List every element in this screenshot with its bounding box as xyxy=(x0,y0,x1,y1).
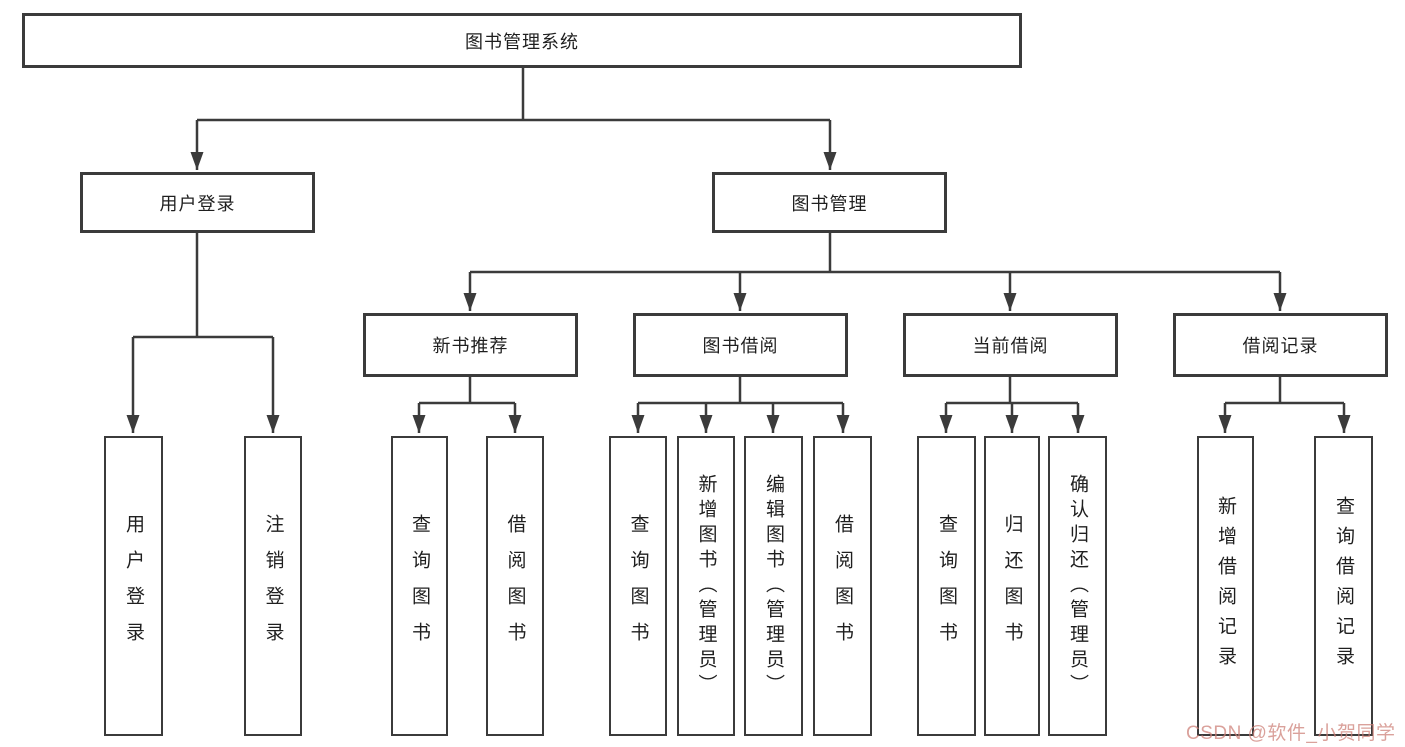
connector-book-management xyxy=(463,233,1287,311)
node-label: 借阅记录 xyxy=(1242,336,1319,356)
leaf-label: 查询借阅记录 xyxy=(1333,496,1354,676)
connector-root xyxy=(190,68,837,170)
leaf-confirm-return-admin: 确认归还（管理员） xyxy=(1048,436,1107,736)
leaf-query-books-current: 查询图书 xyxy=(917,436,976,736)
connector-user-login xyxy=(126,233,280,433)
leaf-user-login: 用户登录 xyxy=(104,436,163,736)
leaf-label: 编辑图书（管理员） xyxy=(763,473,784,699)
leaf-add-books-admin: 新增图书（管理员） xyxy=(677,436,735,736)
leaf-edit-books-admin: 编辑图书（管理员） xyxy=(744,436,803,736)
leaf-label: 查询图书 xyxy=(936,514,957,658)
leaf-label: 注销登录 xyxy=(262,514,284,658)
node-label: 新书推荐 xyxy=(432,336,509,356)
node-borrow-records: 借阅记录 xyxy=(1173,313,1388,377)
leaf-label: 新增借阅记录 xyxy=(1215,496,1236,676)
leaf-logout: 注销登录 xyxy=(244,436,302,736)
leaf-borrow-books: 借阅图书 xyxy=(813,436,872,736)
node-label: 图书管理 xyxy=(791,193,868,214)
node-label: 图书管理系统 xyxy=(465,31,579,52)
leaf-label: 归还图书 xyxy=(1001,514,1023,658)
leaf-borrow-books-recommend: 借阅图书 xyxy=(486,436,544,736)
leaf-label: 借阅图书 xyxy=(504,514,526,658)
leaf-add-borrow-record: 新增借阅记录 xyxy=(1197,436,1254,736)
leaf-label: 用户登录 xyxy=(123,514,144,658)
node-new-book-recommend: 新书推荐 xyxy=(363,313,578,377)
connector-borrow-records xyxy=(1218,377,1351,433)
leaf-query-borrow-record: 查询借阅记录 xyxy=(1314,436,1373,736)
node-current-borrow: 当前借阅 xyxy=(903,313,1118,377)
node-user-login: 用户登录 xyxy=(80,172,315,233)
leaf-return-books: 归还图书 xyxy=(984,436,1040,736)
node-label: 用户登录 xyxy=(159,193,236,214)
node-root-system: 图书管理系统 xyxy=(22,13,1022,68)
leaf-label: 查询图书 xyxy=(409,514,430,658)
leaf-label: 新增图书（管理员） xyxy=(695,473,717,699)
node-book-management: 图书管理 xyxy=(712,172,947,233)
csdn-watermark: CSDN @软件_小贺同学 xyxy=(1186,723,1396,744)
leaf-label: 借阅图书 xyxy=(832,514,853,658)
connector-new-book-recommend xyxy=(412,377,522,433)
node-label: 图书借阅 xyxy=(702,336,779,356)
connector-current-borrow xyxy=(939,377,1085,433)
leaf-label: 查询图书 xyxy=(627,514,649,658)
connector-book-borrow xyxy=(631,377,850,433)
node-book-borrow: 图书借阅 xyxy=(633,313,848,377)
node-label: 当前借阅 xyxy=(972,336,1049,356)
leaf-query-books-borrow: 查询图书 xyxy=(609,436,667,736)
leaf-query-books-recommend: 查询图书 xyxy=(391,436,448,736)
leaf-label: 确认归还（管理员） xyxy=(1067,473,1088,699)
